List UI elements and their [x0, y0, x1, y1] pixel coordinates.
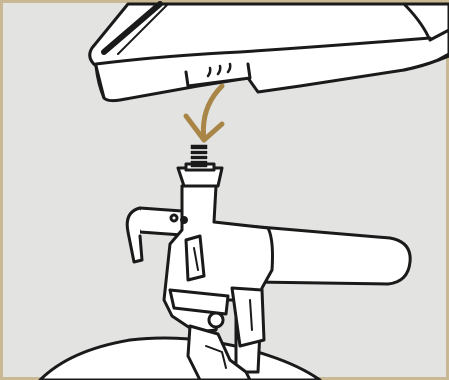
pivot-bolt: [180, 216, 188, 224]
threaded-stud-icon: [190, 146, 208, 166]
stud-shaft: [192, 146, 206, 166]
tension-knob: [209, 313, 223, 327]
pivot-hole: [171, 215, 177, 221]
